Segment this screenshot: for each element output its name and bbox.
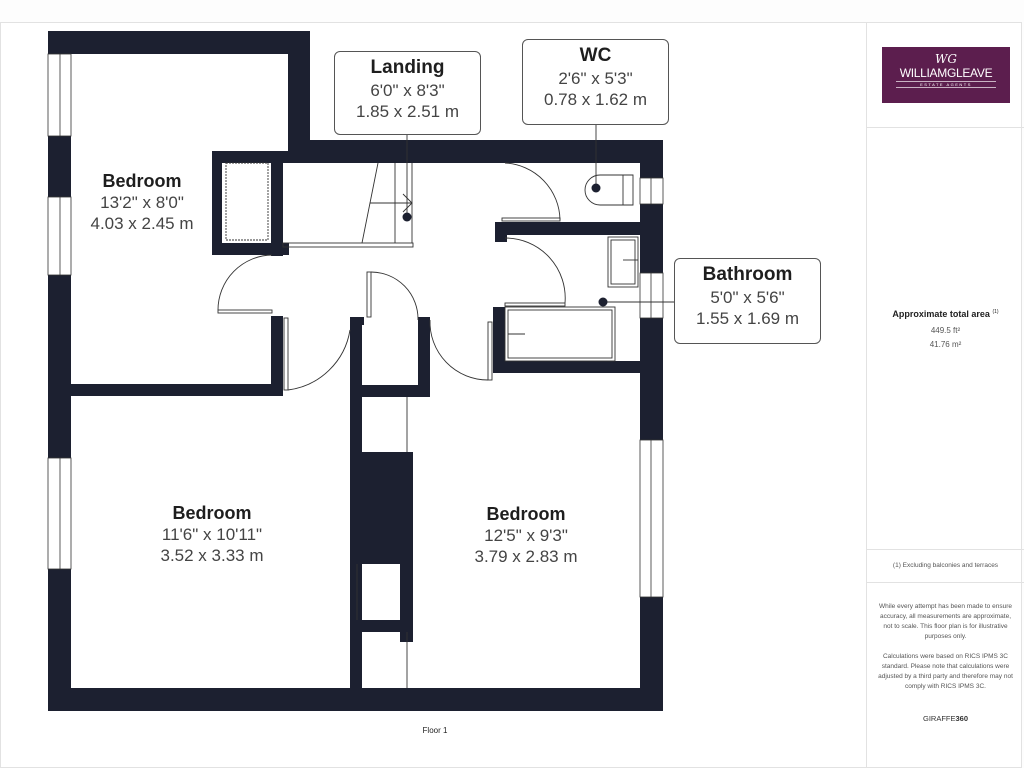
room-dim-metric: 3.52 x 3.33 m [160,546,264,565]
room-dim-imperial: 2'6" x 5'3" [558,69,633,88]
brand-bold: 360 [955,714,969,723]
logo-section: WG WILLIAMGLEAVE ESTATE AGENTS [867,22,1024,128]
room-bedroom-3: Bedroom 12'5" x 9'3" 3.79 x 2.83 m [446,503,606,567]
room-name: Bedroom [102,171,182,191]
callout-landing: Landing 6'0" x 8'3" 1.85 x 2.51 m [334,51,481,135]
area-title: Approximate total area (1) [867,309,1024,319]
footnote-section: (1) Excluding balconies and terraces [867,549,1024,583]
fixture-dots [402,183,608,307]
room-dim-imperial: 5'0" x 5'6" [710,288,785,307]
room-dim-imperial: 6'0" x 8'3" [370,81,445,100]
floor-label: Floor 1 [422,726,448,735]
room-dim-metric: 0.78 x 1.62 m [543,90,647,109]
info-sidebar: WG WILLIAMGLEAVE ESTATE AGENTS Approxima… [866,22,1024,768]
windows [47,53,664,598]
callout-wc: WC 2'6" x 5'3" 0.78 x 1.62 m [522,39,669,125]
callout-bathroom: Bathroom 5'0" x 5'6" 1.55 x 1.69 m [674,258,821,344]
area-sqft: 449.5 ft² [930,326,961,335]
room-name: WC [579,45,612,66]
room-name: Landing [370,57,445,78]
area-title-text: Approximate total area [892,309,990,319]
room-dim-metric: 1.85 x 2.51 m [355,102,459,121]
room-name: Bedroom [486,504,566,524]
giraffe360-brand: GIRAFFE360 [867,714,1024,723]
room-dim-imperial: 11'6" x 10'11" [161,525,263,544]
agency-logo: WG WILLIAMGLEAVE ESTATE AGENTS [882,47,1010,103]
floorplan-drawing [47,31,675,711]
room-dim-metric: 3.79 x 2.83 m [474,547,578,566]
room-bedroom-1: Bedroom 13'2" x 8'0" 4.03 x 2.45 m [72,170,212,234]
fixtures [217,124,675,688]
disclaimer-accuracy: While every attempt has been made to ens… [879,603,1012,640]
room-dim-imperial: 13'2" x 8'0" [100,193,184,212]
room-dim-metric: 1.55 x 1.69 m [695,309,799,328]
logo-name: WILLIAMGLEAVE [899,66,993,80]
room-dim-metric: 4.03 x 2.45 m [90,214,194,233]
logo-monogram-icon: WG [935,52,957,66]
room-name: Bathroom [702,264,793,285]
room-dim-imperial: 12'5" x 9'3" [484,526,568,545]
footnote-text: (1) Excluding balconies and terraces [892,562,999,569]
brand-light: GIRAFFE [922,714,956,723]
room-name: Bedroom [172,503,252,523]
area-sqm: 41.76 m² [929,340,962,349]
footnote-marker: (1) [992,309,999,315]
logo-tagline: ESTATE AGENTS [896,81,996,88]
disclaimer-rics: Calculations were based on RICS IPMS 3C … [878,653,1013,690]
room-bedroom-2: Bedroom 11'6" x 10'11" 3.52 x 3.33 m [132,502,292,566]
